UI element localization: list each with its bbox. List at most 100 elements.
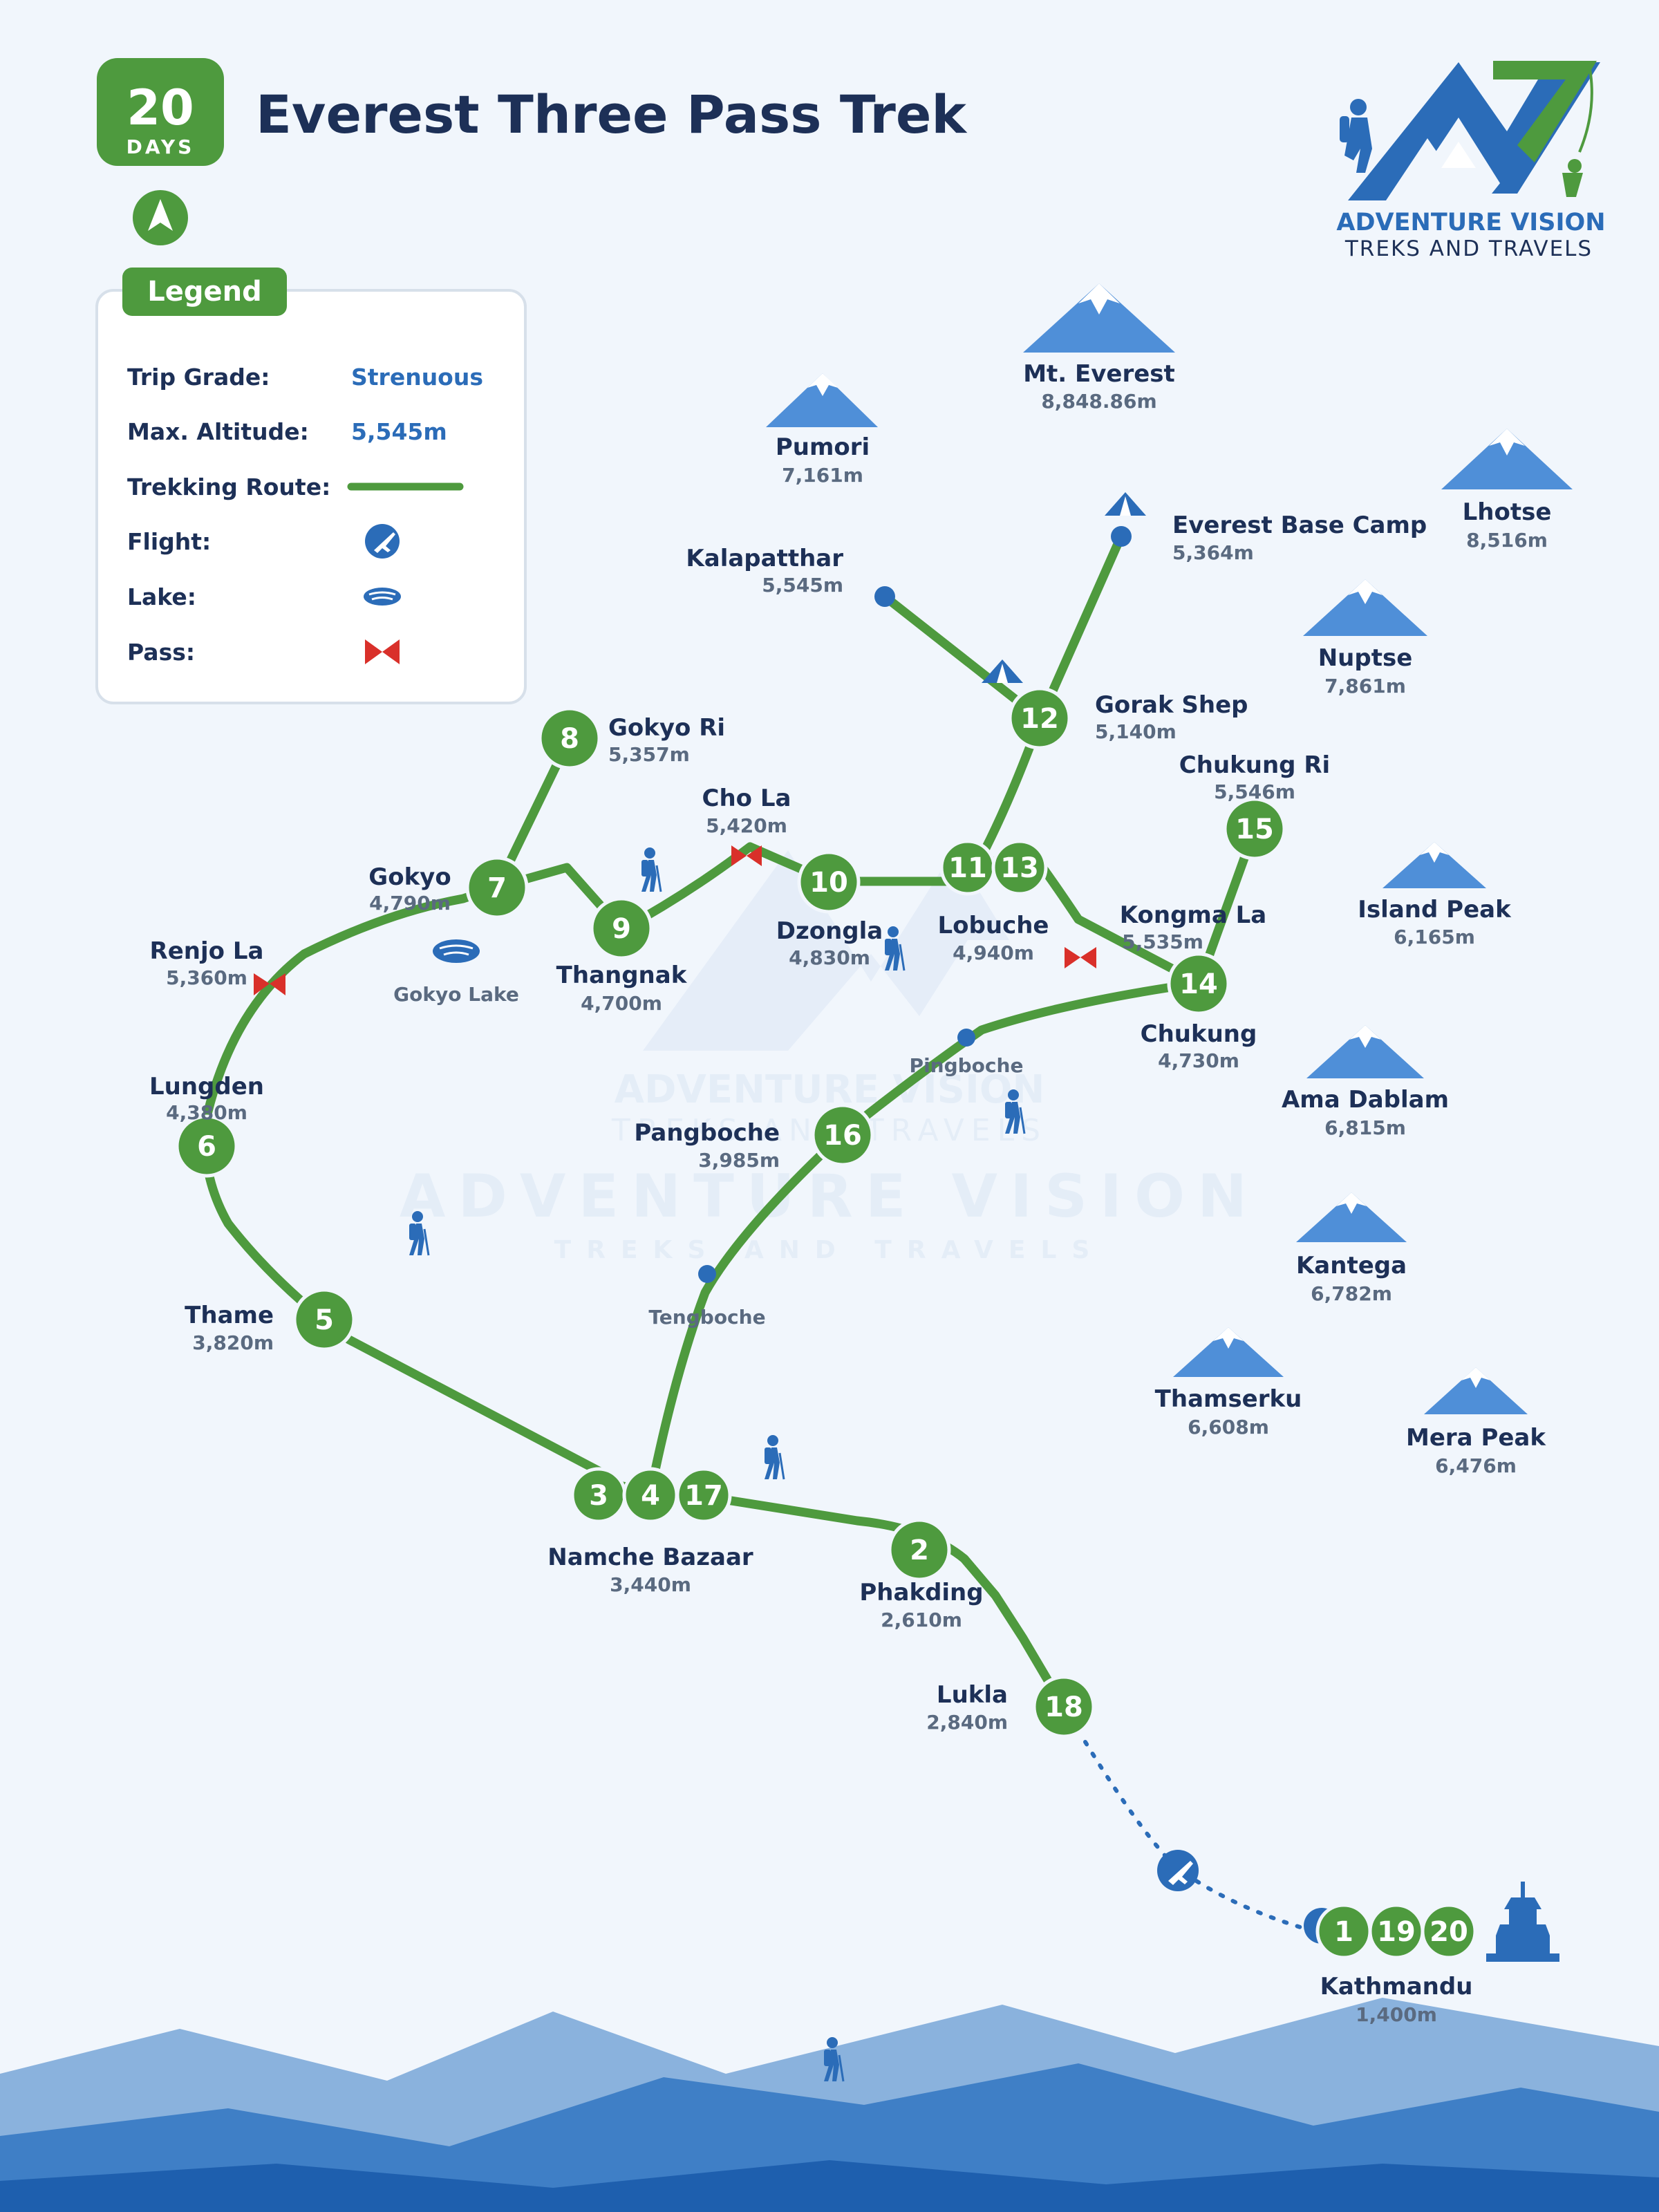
kalapatthar-dot [874, 586, 895, 607]
mountain-icon [766, 373, 878, 427]
stop-marker: 9 [590, 897, 653, 960]
climber-icon [1340, 99, 1372, 173]
legend-max-altitude-value: 5,545m [351, 418, 447, 445]
lake-icon [433, 939, 480, 963]
peak-alt-ama-dablam: 6,815m [1324, 1116, 1406, 1139]
peak-name-lhotse: Lhotse [1463, 498, 1552, 526]
legend-plane-icon [365, 524, 400, 559]
stop-number: 16 [823, 1120, 862, 1152]
stop-marker: 15 [1223, 797, 1286, 861]
peak-name-kantega: Kantega [1296, 1252, 1407, 1280]
stop-number: 5 [315, 1304, 334, 1336]
legend-lake-icon [364, 588, 401, 606]
brand-tagline: TREKS AND TRAVELS [1344, 236, 1593, 261]
pass-icon [731, 845, 762, 866]
peak-name-nuptse: Nuptse [1318, 644, 1413, 672]
stop-marker: 14 [1167, 952, 1230, 1015]
stops: 1 2 3 4 5 6 7 8 9 10 11 12 13 14 15 16 1… [175, 686, 1477, 1960]
stop-marker: 16 [811, 1103, 874, 1167]
mountain-icon [1441, 429, 1573, 489]
place-name-lungden: Lungden [149, 1073, 264, 1100]
mountain-icon [1306, 1025, 1424, 1078]
stop-number: 15 [1235, 814, 1274, 845]
place-alt-gokyo-ri: 5,357m [608, 743, 690, 766]
place-name-tengboche: Tengboche [648, 1306, 765, 1329]
peak-name-thamserku: Thamserku [1155, 1385, 1302, 1413]
place-name-gokyo: Gokyo [368, 863, 451, 891]
stop-marker: 11 [939, 839, 996, 896]
legend-trip-grade-value: Strenuous [351, 364, 483, 391]
peak-alt-island-peak: 6,165m [1394, 926, 1475, 948]
legend-flight-label: Flight: [127, 528, 211, 555]
hiker-icon [824, 2037, 845, 2082]
place-name-thame: Thame [185, 1302, 274, 1329]
legend-pass-icon [365, 639, 400, 664]
brand-name: ADVENTURE VISION [1336, 209, 1605, 236]
mountain-icon [1023, 283, 1175, 353]
stop-marker: 5 [292, 1288, 356, 1351]
legend-trip-grade-label: Trip Grade: [127, 364, 270, 391]
flight-route [1083, 1740, 1319, 1934]
stop-number: 2 [910, 1535, 929, 1566]
place-alt-chukung: 4,730m [1158, 1049, 1239, 1072]
peak-alt-thamserku: 6,608m [1188, 1416, 1269, 1438]
place-name-gokyo-ri: Gokyo Ri [608, 714, 725, 742]
hiker-icon [409, 1211, 430, 1256]
hiker-icon [885, 926, 906, 971]
pingboche-dot [957, 1029, 975, 1047]
duration-badge: 20 DAYS [97, 58, 224, 166]
place-name-chukung: Chukung [1141, 1020, 1257, 1048]
peak-name-everest: Mt. Everest [1023, 360, 1175, 388]
stop-marker: 13 [991, 839, 1048, 896]
place-labels: Kathmandu 1,400m Phakding 2,610m Lukla 2… [149, 512, 1472, 2026]
peak-alt-mera-peak: 6,476m [1435, 1454, 1517, 1477]
stop-marker: 3 [570, 1467, 627, 1524]
place-alt-kathmandu: 1,400m [1356, 2003, 1437, 2026]
stop-number: 4 [641, 1480, 660, 1512]
mountain-icon [1173, 1327, 1284, 1377]
stop-number: 11 [948, 852, 987, 884]
peak-name-ama-dablam: Ama Dablam [1282, 1086, 1449, 1114]
stop-marker: 20 [1421, 1903, 1477, 1960]
place-alt-chukung-ri: 5,546m [1214, 780, 1295, 803]
place-name-gokyo-lake: Gokyo Lake [393, 983, 519, 1006]
place-alt-kongma-la: 5,535m [1122, 930, 1203, 953]
place-alt-lobuche: 4,940m [953, 941, 1034, 964]
place-alt-gokyo: 4,790m [369, 892, 451, 915]
place-name-phakding: Phakding [859, 1579, 983, 1606]
peak-alt-lhotse: 8,516m [1466, 529, 1548, 552]
place-name-thangnak: Thangnak [556, 962, 688, 989]
watermark-name: ADVENTURE VISION [400, 1162, 1259, 1231]
stop-marker: 4 [622, 1467, 679, 1524]
peak-alt-nuptse: 7,861m [1324, 675, 1406, 697]
place-name-pingboche: Pingboche [910, 1054, 1024, 1077]
place-name-kalapatthar: Kalapatthar [686, 545, 843, 572]
stop-number: 3 [589, 1480, 608, 1512]
place-alt-lungden: 4,380m [166, 1101, 247, 1124]
stop-number: 8 [560, 723, 579, 755]
place-alt-gorak-shep: 5,140m [1095, 720, 1177, 743]
place-alt-namche-bazaar: 3,440m [610, 1573, 691, 1596]
peak-name-pumori: Pumori [776, 433, 870, 461]
mountain-icon [1296, 1192, 1407, 1242]
stop-marker: 7 [465, 856, 529, 919]
watermark-tagline: TREKS AND TRAVELS [554, 1236, 1105, 1264]
legend-title: Legend [147, 276, 262, 308]
place-name-gorak-shep: Gorak Shep [1095, 691, 1248, 719]
stop-number: 18 [1044, 1691, 1083, 1723]
tengboche-dot [698, 1265, 716, 1283]
watermark-name-small: ADVENTURE VISION [615, 1067, 1045, 1112]
place-alt-pangboche: 3,985m [698, 1149, 780, 1172]
place-alt-thame: 3,820m [192, 1331, 274, 1354]
plane-icon [1157, 1850, 1199, 1891]
stop-number: 9 [612, 913, 631, 945]
place-name-lukla: Lukla [937, 1681, 1008, 1709]
ebc-dot [1111, 526, 1132, 547]
stop-marker: 19 [1368, 1903, 1425, 1960]
legend-pass-label: Pass: [127, 639, 195, 666]
bottom-mountains [0, 1998, 1659, 2212]
place-name-dzongla: Dzongla [776, 917, 883, 945]
brand-logo: ADVENTURE VISION TREKS AND TRAVELS [1336, 61, 1606, 261]
mountain-icon [1382, 842, 1486, 888]
